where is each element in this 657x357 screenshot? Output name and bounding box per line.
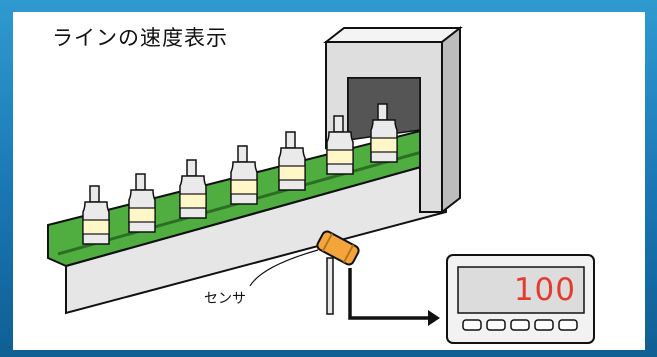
bottles xyxy=(82,103,398,245)
detection-gate xyxy=(323,25,463,215)
diagram-title: ラインの速度表示 xyxy=(52,26,228,50)
bottle xyxy=(82,185,110,245)
bottle xyxy=(128,173,156,233)
bottle xyxy=(278,131,306,191)
sensor-label: センサ xyxy=(204,291,246,307)
bottle xyxy=(370,103,398,163)
bottle xyxy=(179,159,207,219)
belt-front-edge xyxy=(65,159,447,267)
bottle xyxy=(326,115,354,175)
arrow-icon xyxy=(428,310,440,326)
sensor xyxy=(316,230,360,315)
signal-cable xyxy=(348,268,430,320)
speed-meter xyxy=(446,254,595,344)
sensor-leader-line xyxy=(249,249,319,287)
meter-value: 100 xyxy=(513,272,576,308)
bottle xyxy=(230,145,258,205)
